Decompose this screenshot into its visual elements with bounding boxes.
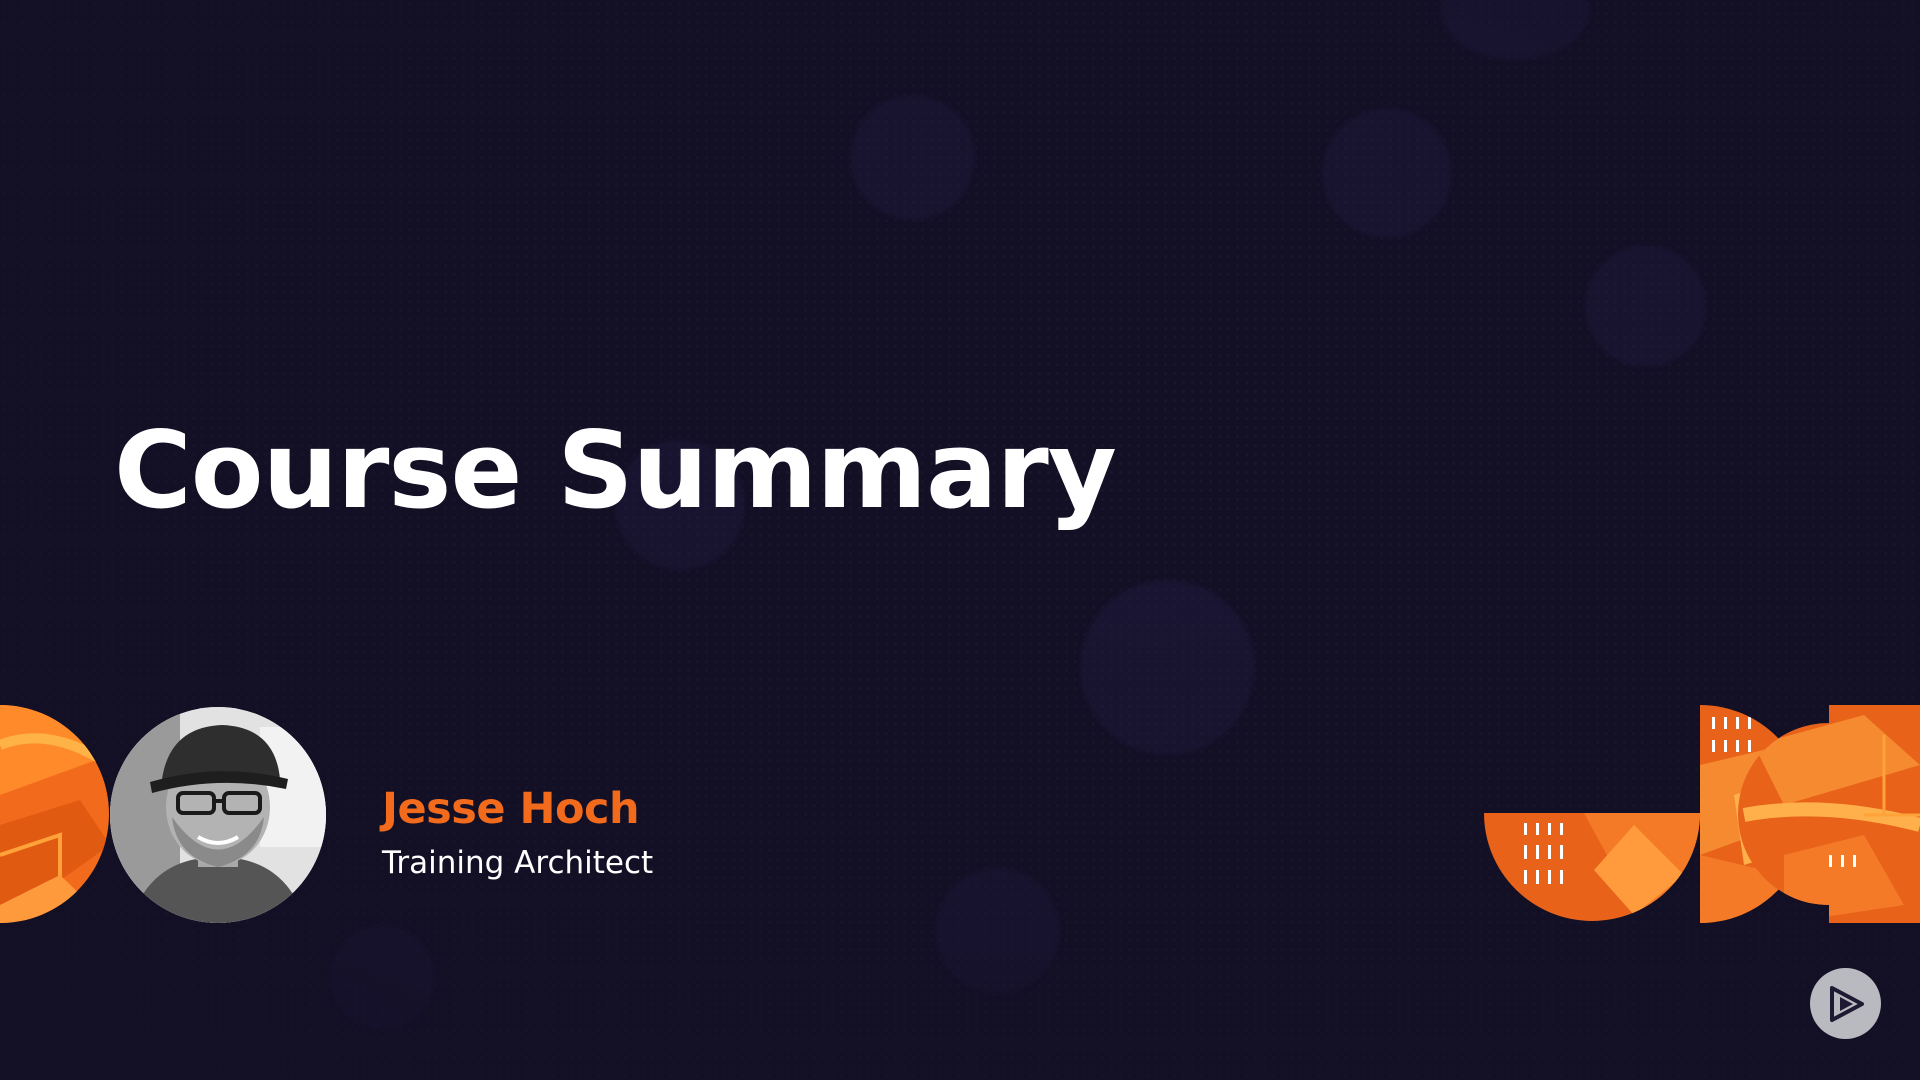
right-orange-decoration: [1484, 705, 1920, 923]
background-circle: [850, 95, 975, 220]
slide-title: Course Summary: [114, 409, 1117, 532]
background-circle: [1322, 108, 1452, 238]
play-logo-icon: [1829, 985, 1864, 1022]
background-circle: [1440, 0, 1590, 60]
background-circle: [935, 868, 1060, 993]
play-logo-badge: [1810, 968, 1881, 1039]
presenter-avatar: [110, 707, 326, 923]
presenter-name: Jesse Hoch: [382, 784, 640, 834]
orange-half-circle: [1484, 813, 1700, 921]
background-circle: [1585, 245, 1707, 367]
left-orange-decoration: [0, 705, 109, 923]
background-circle: [330, 925, 435, 1030]
person-photo-icon: [110, 707, 326, 923]
presenter-role: Training Architect: [382, 845, 654, 881]
background-circle: [1080, 580, 1255, 755]
